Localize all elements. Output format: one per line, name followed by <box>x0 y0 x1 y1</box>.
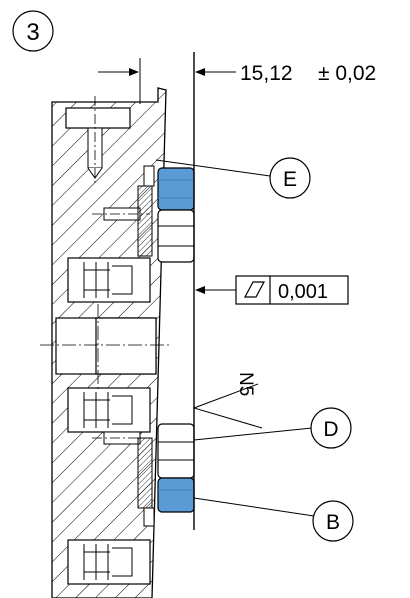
dimension-value: 15,12 <box>240 62 293 85</box>
surface-finish-value: N5 <box>235 372 256 396</box>
flatness-value: 0,001 <box>278 281 328 303</box>
figure-number-badge: 3 <box>12 10 54 52</box>
nut-stack-lower <box>157 423 195 513</box>
figure-number: 3 <box>26 19 39 46</box>
blue-nut-upper <box>157 167 195 211</box>
callout-b: B <box>193 497 354 542</box>
callout-d-label: D <box>323 418 338 441</box>
spacer-lower <box>137 437 155 527</box>
tapped-hole-upper <box>87 96 103 184</box>
blue-nut-lower <box>157 477 195 513</box>
hex-nut-upper <box>157 209 195 263</box>
callout-e: E <box>155 157 311 199</box>
flatness-callout: 0,001 <box>195 275 349 305</box>
thread-insert-middle <box>67 387 151 433</box>
nut-stack-upper <box>157 167 195 263</box>
spacer-upper <box>137 165 155 257</box>
callout-e-label: E <box>283 168 297 191</box>
dimension-callout: 15,12 ± 0,02 <box>98 62 376 85</box>
callout-b-label: B <box>326 511 340 534</box>
hex-nut-lower <box>157 423 195 479</box>
dimension-tolerance: ± 0,02 <box>318 62 376 85</box>
callout-d: D <box>193 407 352 449</box>
surface-finish-symbol: N5 <box>192 372 263 429</box>
flatness-parallelogram-icon <box>244 281 265 298</box>
thread-insert-lower <box>67 539 151 585</box>
thread-insert-upper <box>67 257 151 303</box>
pin-hole-lower <box>92 431 150 445</box>
